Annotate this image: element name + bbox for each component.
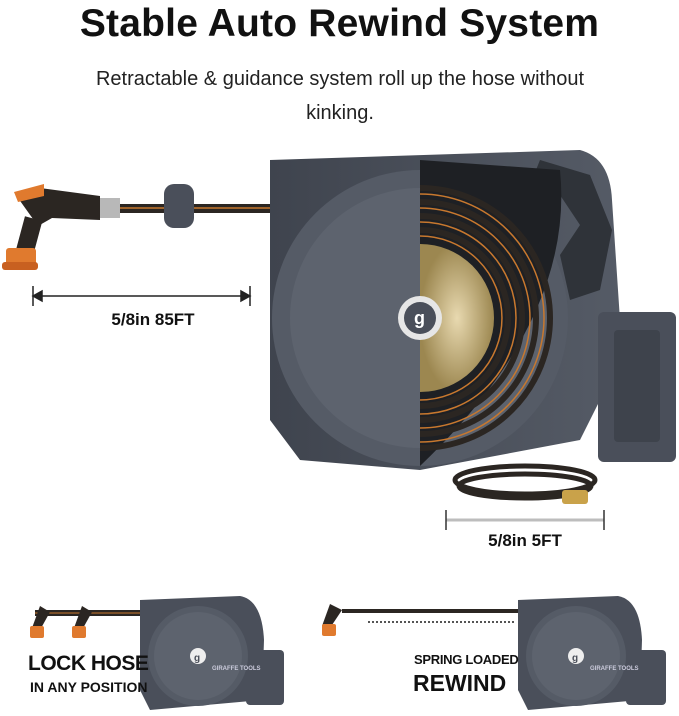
hose-stopper — [164, 184, 194, 228]
feature-lock-hose-title: LOCK HOSE — [28, 652, 149, 675]
svg-text:g: g — [572, 653, 578, 664]
brand-tag-right: GIRAFFE TOOLS — [590, 666, 639, 672]
reel-housing: g — [270, 150, 676, 470]
brand-logo-hub: g — [414, 308, 425, 328]
coiled-hose — [419, 185, 553, 451]
svg-text:g: g — [194, 653, 200, 664]
feature-rewind-subtitle: SPRING LOADED — [414, 652, 519, 667]
hose-connector — [98, 198, 120, 218]
brand-tag-left: GIRAFFE TOOLS — [212, 666, 261, 672]
dimension-arrow-85ft — [31, 286, 252, 306]
mini-reel-lock: g — [30, 596, 284, 710]
spray-nozzle — [2, 184, 100, 270]
hose-length-label: 5/8in 85FT — [111, 310, 195, 329]
dimension-arrow-5ft — [445, 510, 605, 530]
feature-lock-hose-subtitle: IN ANY POSITION — [30, 679, 148, 695]
page-title: Stable Auto Rewind System — [79, 2, 600, 45]
feature-rewind-title: REWIND — [413, 670, 507, 696]
leader-hose — [452, 463, 598, 504]
leader-hose-label: 5/8in 5FT — [488, 531, 562, 550]
brass-fitting — [562, 490, 588, 504]
extended-hose — [98, 184, 270, 228]
mini-reel-rewind: g — [322, 596, 666, 710]
brass-drum — [420, 244, 494, 392]
page-subtitle: Retractable & guidance system roll up th… — [95, 68, 585, 124]
